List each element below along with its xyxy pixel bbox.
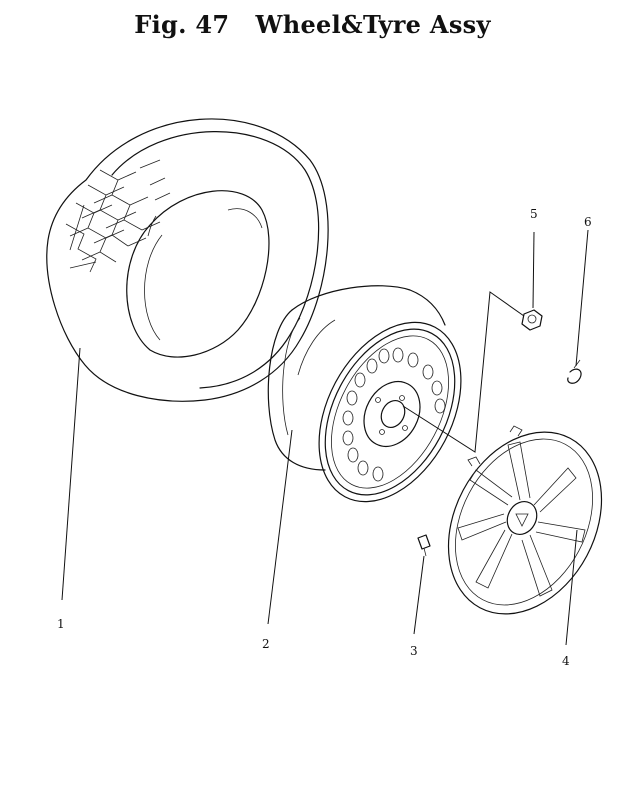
valve <box>417 534 431 557</box>
callout-1: 1 <box>57 617 65 631</box>
callout-labels: 1 2 3 4 5 6 <box>57 207 592 668</box>
callout-lines <box>61 229 589 646</box>
tyre <box>46 118 329 402</box>
callout-4: 4 <box>562 654 570 668</box>
wheel-cover <box>447 425 603 615</box>
figure-caption: Wheel&Tyre Assy <box>255 10 491 39</box>
figure-title: Fig. 47 Wheel&Tyre Assy <box>0 10 625 39</box>
steel-wheel <box>267 285 462 503</box>
callout-5: 5 <box>530 207 538 221</box>
callout-6: 6 <box>584 215 592 229</box>
balance-clip <box>567 359 582 384</box>
callout-3: 3 <box>410 644 418 658</box>
figure-number: Fig. 47 <box>134 10 230 39</box>
wheel-nut <box>521 309 543 331</box>
callout-2: 2 <box>262 637 270 651</box>
